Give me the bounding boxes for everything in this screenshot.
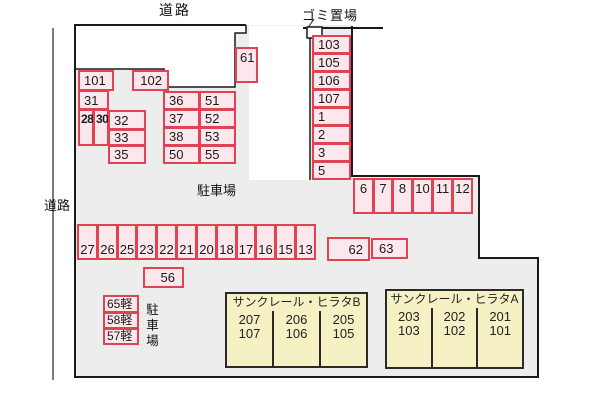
parking-space: 50	[163, 145, 200, 164]
white-area-topleft	[75, 26, 246, 87]
parking-space: 57軽	[103, 328, 139, 345]
parking-space: 33	[108, 129, 146, 146]
parking-space: 20	[196, 224, 217, 260]
parking-space: 16	[255, 224, 276, 260]
building-unit: 201 101	[476, 308, 522, 367]
property-outline	[74, 24, 539, 378]
parking-space: 25	[117, 224, 137, 260]
unit-lower: 106	[285, 326, 308, 341]
parking-space: 5	[312, 161, 351, 180]
parking-space: 65軽	[103, 295, 139, 313]
parking-space: 13	[295, 224, 316, 260]
parking-space: 28	[78, 109, 94, 146]
unit-upper: 203	[397, 309, 420, 324]
building-unit: 203 103	[387, 308, 431, 367]
parking-space: 23	[136, 224, 157, 260]
unit-upper: 202	[443, 309, 466, 324]
parking-space: 51	[199, 91, 236, 110]
building-units: 207 107 206 106 205 105	[227, 311, 366, 366]
parking-space: 53	[199, 127, 236, 146]
road-label-left: 道路	[44, 198, 71, 213]
parking-space: 36	[163, 91, 200, 110]
parking-space: 11	[432, 178, 453, 214]
parking-space: 15	[275, 224, 296, 260]
unit-lower: 102	[443, 323, 466, 338]
parking-space: 52	[199, 109, 236, 128]
road-label-top: 道路	[159, 2, 191, 18]
trash-area-label: ゴミ置場	[302, 8, 359, 23]
parking-space: 31	[78, 90, 109, 110]
unit-upper: 205	[332, 312, 355, 327]
parking-space: 3	[312, 143, 351, 162]
parking-space: 106	[312, 71, 351, 90]
parking-space: 21	[176, 224, 197, 260]
parking-space: 2	[312, 125, 351, 144]
parking-space: 18	[216, 224, 237, 260]
building-name: サンクレール・ヒラタA	[390, 292, 519, 306]
parking-space: 12	[452, 178, 473, 214]
parking-space: 61	[235, 47, 258, 83]
parking-space: 10	[412, 178, 433, 214]
parking-space: 32	[108, 110, 146, 130]
building-unit: 205 105	[319, 311, 366, 366]
unit-upper: 201	[489, 309, 512, 324]
parking-space: 22	[156, 224, 177, 260]
white-area-outline	[75, 25, 247, 88]
parking-space: 38	[163, 127, 200, 146]
unit-upper: 207	[238, 312, 261, 327]
parking-space: 17	[236, 224, 256, 260]
parking-space: 30	[93, 109, 109, 146]
parking-space: 6	[353, 178, 374, 214]
parking-lot-label: 駐車場	[197, 183, 237, 198]
parking-space: 105	[312, 53, 351, 72]
building-units: 203 103 202 102 201 101	[387, 308, 522, 367]
parking-space: 63	[371, 238, 408, 259]
parking-space: 56	[143, 267, 184, 288]
kei-parking-label: 駐車場	[144, 303, 158, 350]
building-unit: 207 107	[227, 311, 272, 366]
parking-space: 1	[312, 107, 351, 126]
parking-space: 101	[78, 70, 114, 91]
parking-space: 37	[163, 109, 200, 128]
building-a: サンクレール・ヒラタA 203 103 202 102 201 101	[385, 289, 524, 369]
parking-space: 102	[132, 70, 169, 91]
building-unit: 206 106	[272, 311, 319, 366]
parking-space: 27	[77, 224, 98, 260]
parking-space: 55	[199, 145, 236, 164]
parking-space: 58軽	[103, 312, 139, 329]
parking-space: 26	[97, 224, 118, 260]
parking-space: 8	[392, 178, 413, 214]
unit-lower: 103	[397, 323, 420, 338]
building-name: サンクレール・ヒラタB	[232, 295, 361, 309]
building-unit: 202 102	[430, 308, 477, 367]
parking-space: 7	[373, 178, 393, 214]
driveway-area	[249, 26, 310, 180]
parking-space: 107	[312, 89, 351, 108]
parking-space: 103	[312, 35, 351, 54]
unit-lower: 107	[238, 326, 261, 341]
unit-lower: 105	[332, 326, 355, 341]
unit-lower: 101	[489, 323, 512, 338]
building-b: サンクレール・ヒラタB 207 107 206 106 205 105	[225, 292, 368, 368]
parking-space: 62	[327, 237, 370, 261]
unit-upper: 206	[285, 312, 308, 327]
parking-space: 35	[108, 145, 146, 164]
